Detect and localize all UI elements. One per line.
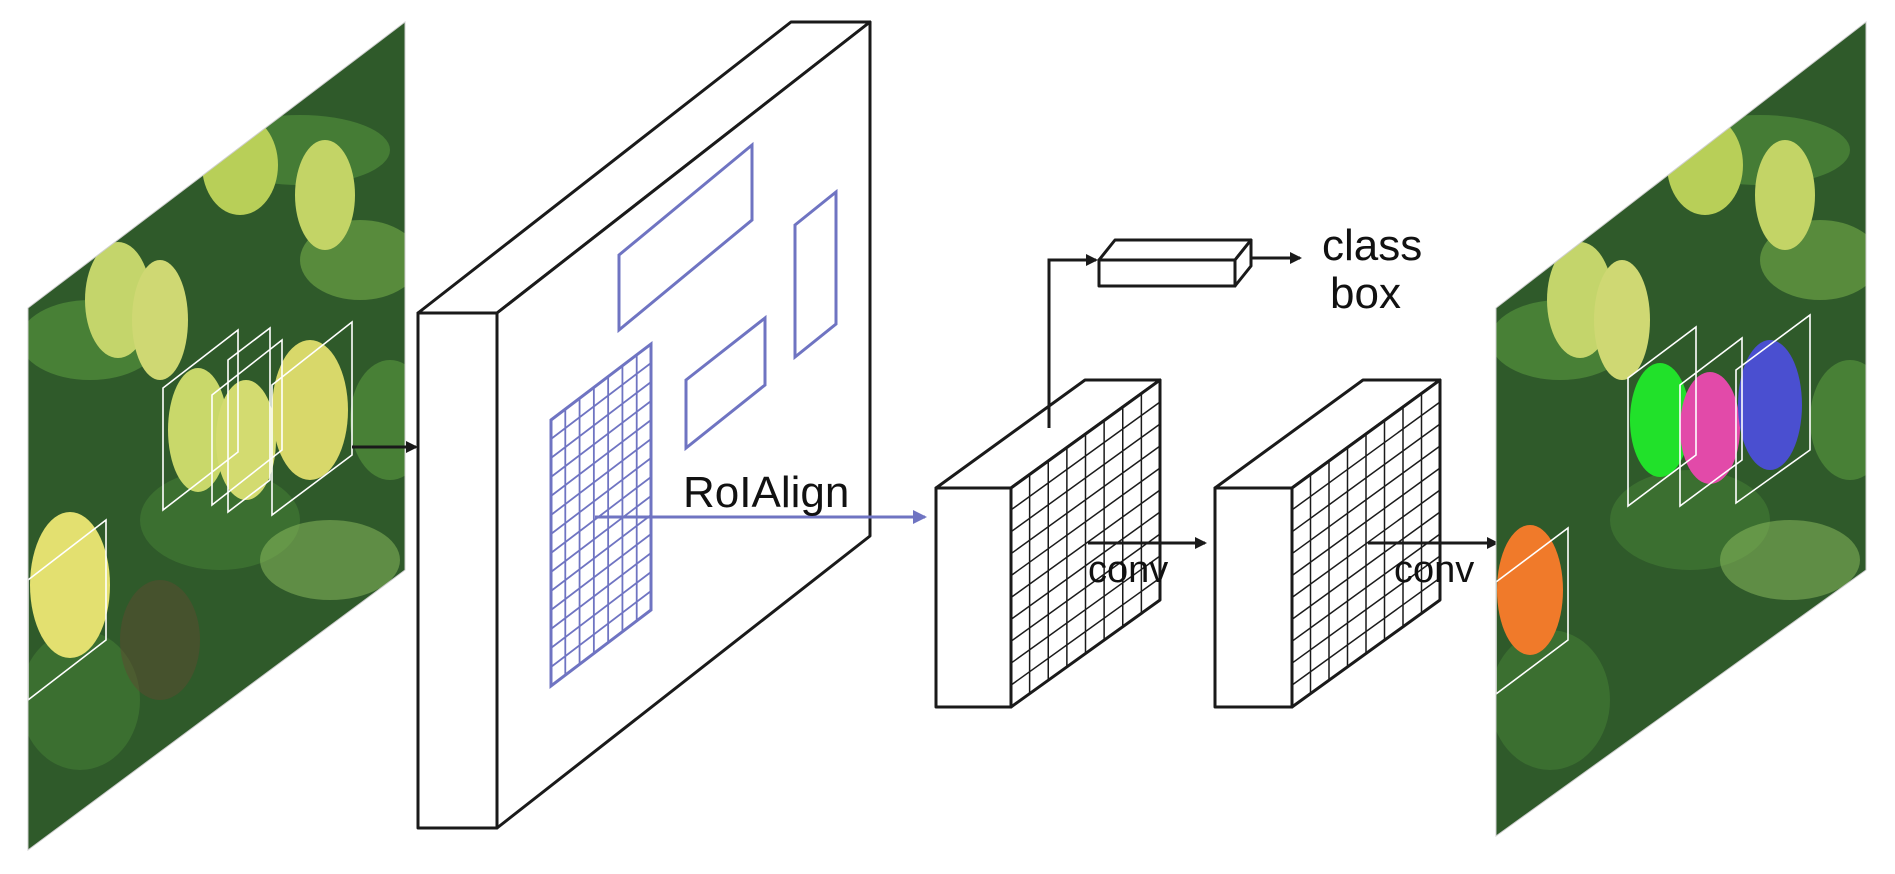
feature-grid-line <box>1010 555 1161 664</box>
roi-box <box>684 314 767 452</box>
feature-grid-line <box>1291 555 1441 664</box>
conv-label-2: conv <box>1394 549 1474 591</box>
feature-grid-line <box>1010 445 1161 555</box>
output-image <box>1495 20 1867 837</box>
roi-boxes <box>617 141 838 452</box>
roi-grid-line <box>550 514 652 592</box>
mask-feature-front <box>1213 486 1294 709</box>
roi-grid-line <box>550 476 652 554</box>
roi-box <box>793 188 838 361</box>
roi-grid-line <box>550 533 652 611</box>
roi-grid-line <box>550 438 652 516</box>
roi-grid-line <box>550 362 652 440</box>
roi-grid <box>549 340 653 690</box>
feature-grid-line <box>1291 445 1441 555</box>
fc-head-block <box>1097 238 1253 288</box>
roi-feature-grid <box>1010 393 1161 694</box>
output-image-frame <box>1495 20 1867 837</box>
roi-feature-front <box>934 486 1013 709</box>
mask-orange <box>1497 525 1563 655</box>
feature-grid-line <box>1010 577 1161 686</box>
roi-grid-line <box>550 571 652 649</box>
detection-box <box>271 320 353 517</box>
fc-head-top <box>1097 238 1253 262</box>
roi-grid-line <box>550 400 652 478</box>
detection-box <box>227 326 271 514</box>
instance-masks <box>1497 340 1802 655</box>
feature-grid-line <box>1010 467 1161 577</box>
input-image <box>27 20 406 851</box>
feature-grid-line <box>1010 533 1161 642</box>
box-label: box <box>1330 269 1401 318</box>
feature-grid-line <box>1291 401 1441 511</box>
class-label: class <box>1322 221 1422 270</box>
roi-grid-line <box>550 381 652 459</box>
roi-grid-line <box>550 419 652 497</box>
feature-grid-line <box>1010 511 1161 621</box>
feature-grid-line <box>1291 533 1441 642</box>
detection-box <box>211 338 283 507</box>
feature-grid-line <box>1291 467 1441 577</box>
feature-grid-line <box>1291 423 1441 533</box>
mask-blue <box>1738 340 1802 470</box>
roialign-label: RoIAlign <box>683 468 849 517</box>
conv-label-1: conv <box>1088 549 1168 591</box>
feature-grid-line <box>1010 423 1161 533</box>
roi-box <box>617 141 754 334</box>
feature-map-front <box>416 311 499 830</box>
feature-grid-line <box>1291 489 1441 599</box>
fc-head-front <box>1097 258 1237 288</box>
feature-grid-line <box>1291 511 1441 621</box>
feature-grid-line <box>1291 577 1441 686</box>
detection-box <box>28 518 107 702</box>
roi-grid-line <box>550 590 652 668</box>
roi-grid-line <box>550 457 652 535</box>
output-boxes <box>1496 313 1811 696</box>
roi-grid-line <box>550 552 652 630</box>
detection-box <box>162 328 239 512</box>
apples <box>30 115 355 658</box>
roi-grid-outline <box>549 340 653 690</box>
feature-map-block <box>416 20 872 830</box>
mask-green <box>1630 363 1690 477</box>
mask-feature-grid <box>1291 393 1441 694</box>
feature-grid-line <box>1010 401 1161 511</box>
head-branch-arrow <box>1047 254 1098 428</box>
roi-grid-line <box>550 495 652 573</box>
feature-grid-line <box>1010 489 1161 599</box>
input-image-frame <box>27 20 406 851</box>
detection-boxes <box>28 320 353 702</box>
